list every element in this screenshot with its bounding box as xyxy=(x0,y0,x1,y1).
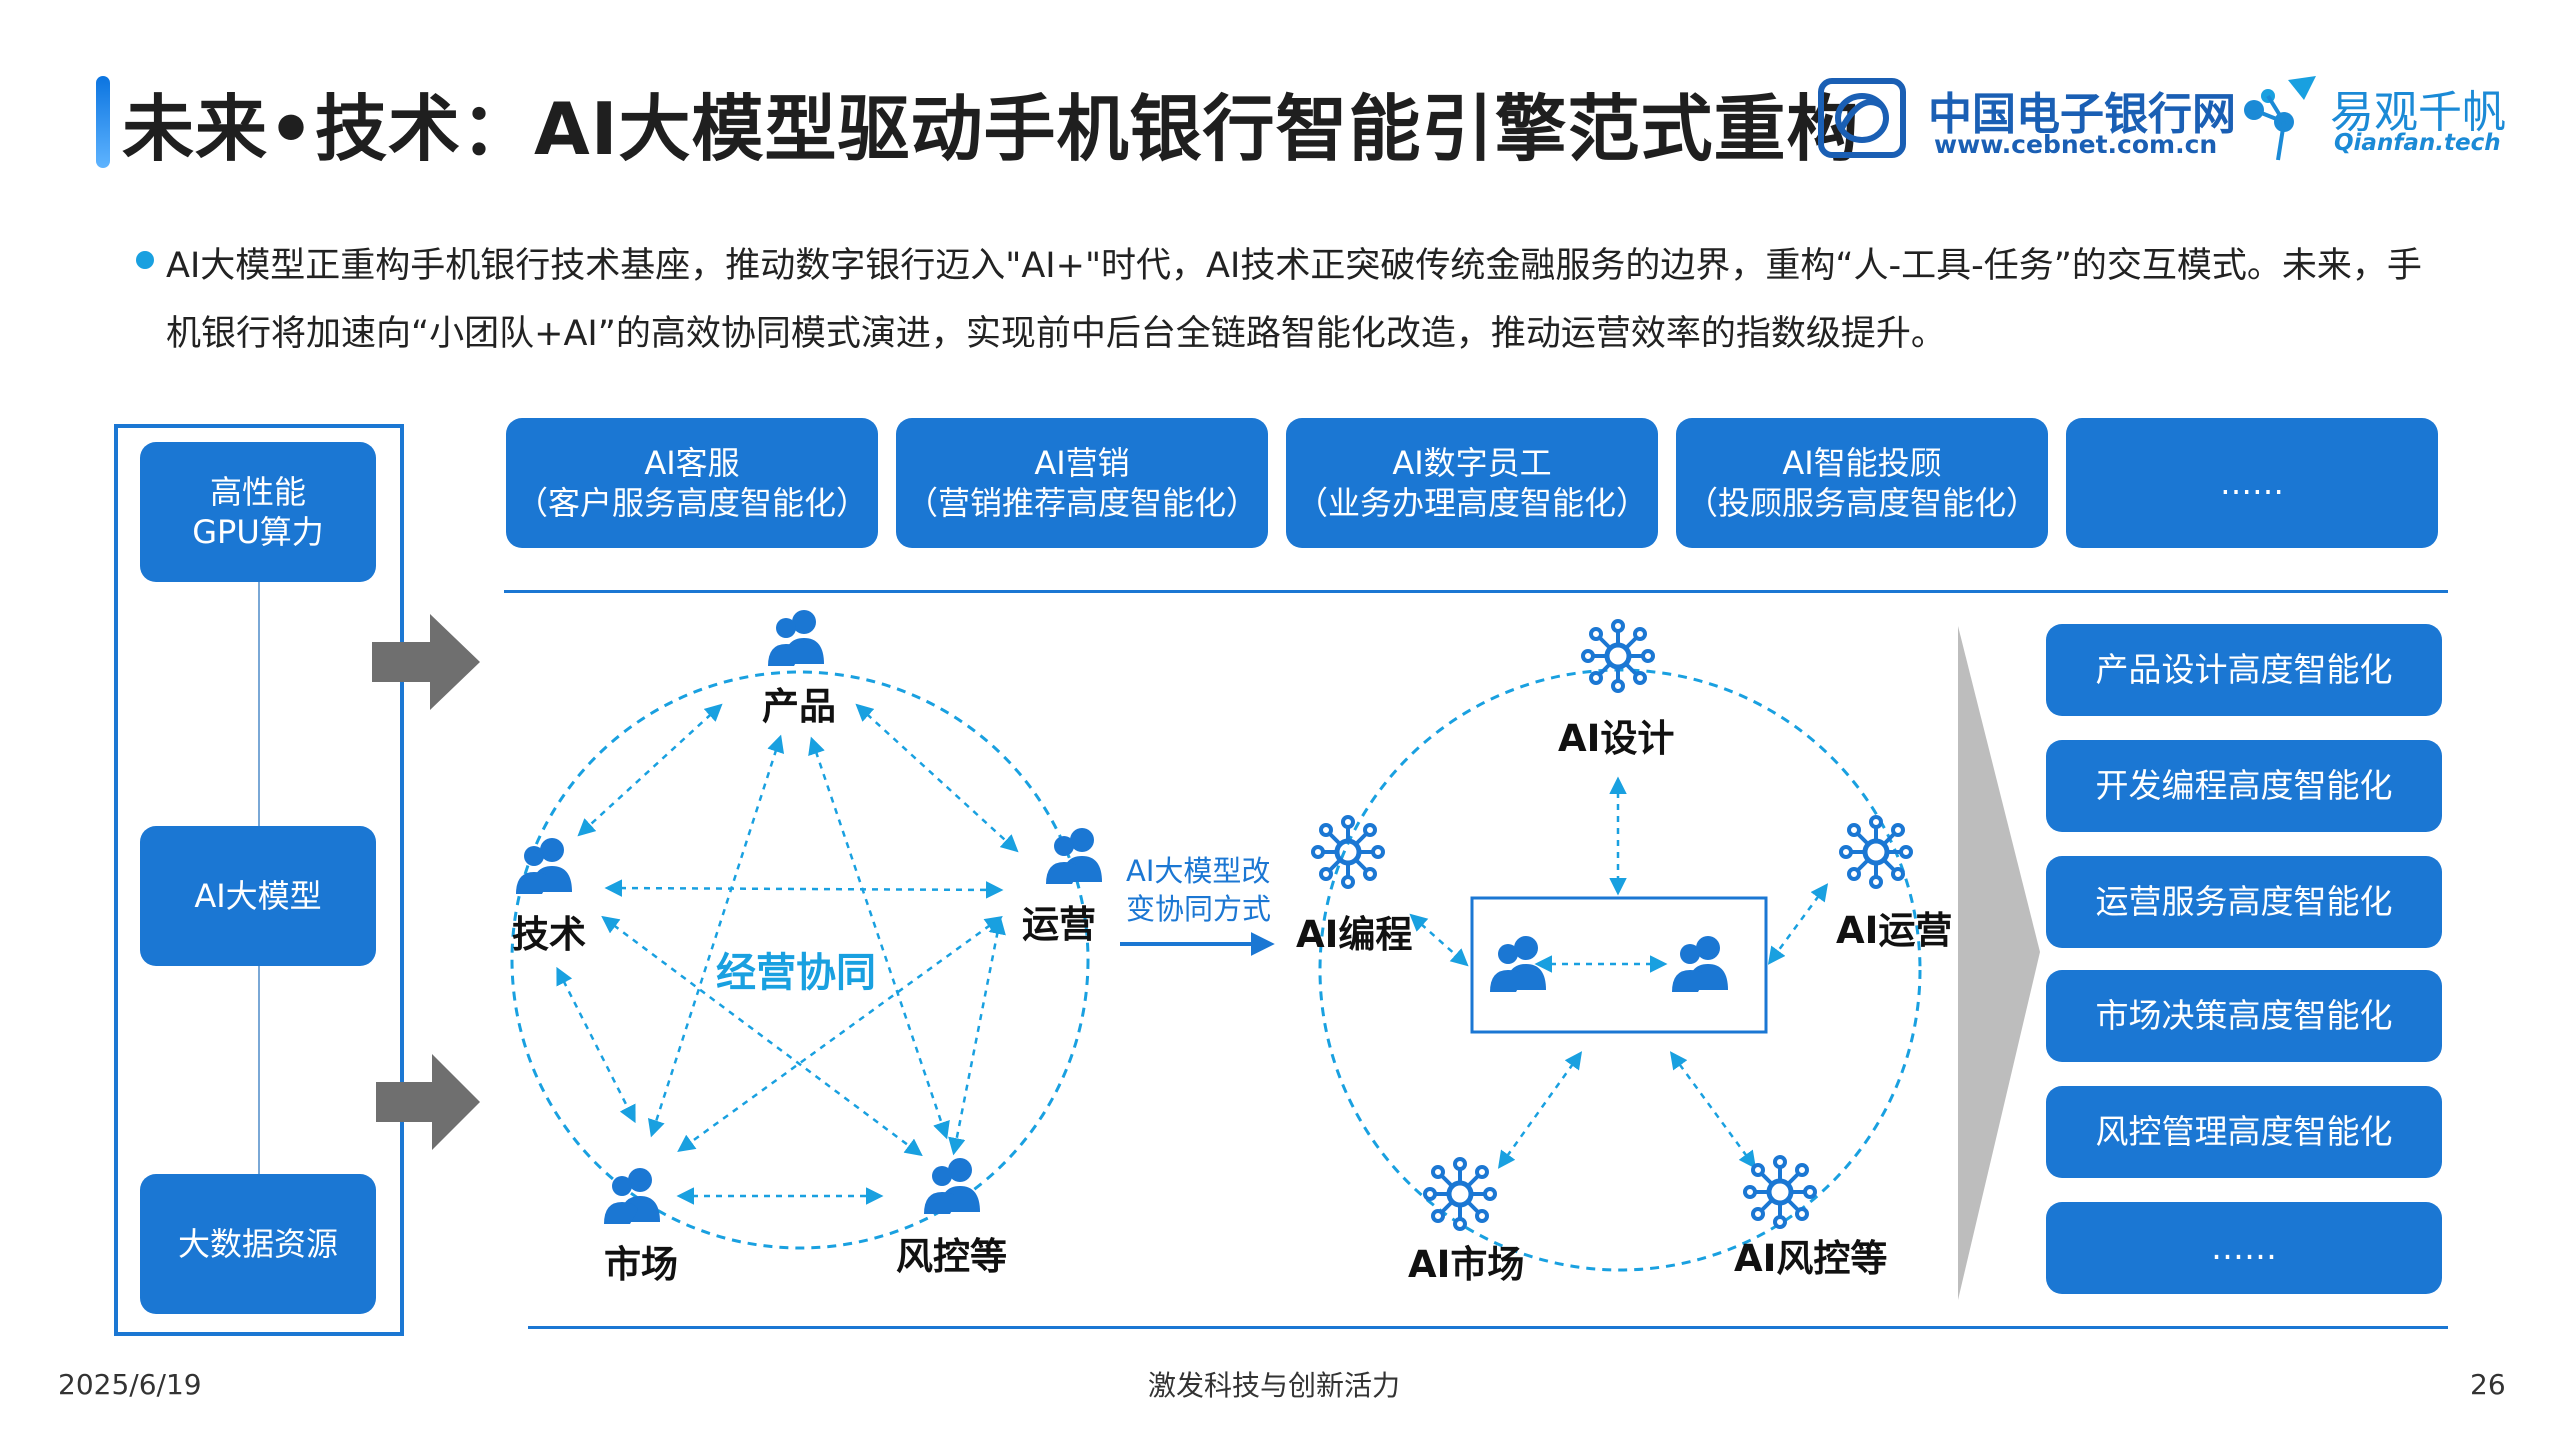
left-cycle-center: 经营协同 xyxy=(716,950,876,996)
foundation-llm: AI大模型 xyxy=(140,826,376,966)
operation-people-icon xyxy=(1046,828,1102,884)
summary-text: AI大模型正重构手机银行技术基座，推动数字银行迈入"AI+"时代，AI技术正突破… xyxy=(166,246,2422,354)
flow-arrow-upper-icon xyxy=(372,614,480,710)
node-product: 产品 xyxy=(762,685,836,728)
qianfan-logo-icon xyxy=(2244,76,2316,161)
divider-bottom xyxy=(528,1326,2448,1329)
footer-slogan: 激发科技与创新活力 xyxy=(1148,1369,1401,1402)
app-more: …… xyxy=(2066,418,2438,548)
footer-page-number: 26 xyxy=(2470,1368,2506,1401)
outcome-more: …… xyxy=(2046,1202,2442,1294)
left-cycle-ring xyxy=(510,670,1090,1250)
ai-market-hub-icon xyxy=(1425,1159,1495,1229)
node-operation: 运营 xyxy=(1022,903,1096,946)
qianfan-logo-name: 易观千帆 xyxy=(2330,87,2506,138)
app-ai-digital-staff: AI数字员工 （业务办理高度智能化） xyxy=(1286,418,1658,548)
node-ai-market: AI市场 xyxy=(1408,1243,1525,1286)
product-people-icon xyxy=(768,610,824,666)
foundation-frame xyxy=(114,424,404,1336)
outcome-dev-coding: 开发编程高度智能化 xyxy=(2046,740,2442,832)
bullet-dot-icon xyxy=(136,251,154,269)
node-ai-design: AI设计 xyxy=(1558,717,1675,760)
divider-top xyxy=(504,590,2448,593)
foundation-gpu: 高性能 GPU算力 xyxy=(140,442,376,582)
ai-coding-hub-icon xyxy=(1313,817,1383,887)
cebnet-logo-url: www.cebnet.com.cn xyxy=(1934,130,2218,159)
tech-people-icon xyxy=(516,838,572,894)
outcome-market-decision: 市场决策高度智能化 xyxy=(2046,970,2442,1062)
transition-label: AI大模型改 变协同方式 xyxy=(1126,854,1272,926)
outcome-ops-service: 运营服务高度智能化 xyxy=(2046,856,2442,948)
cebnet-logo-name: 中国电子银行网 xyxy=(1928,89,2236,140)
node-tech: 技术 xyxy=(512,913,586,956)
risk-people-icon xyxy=(924,1158,980,1214)
cebnet-logo-icon xyxy=(1818,78,1906,158)
app-ai-service: AI客服 （客户服务高度智能化） xyxy=(506,418,878,548)
flow-arrow-lower-icon xyxy=(376,1054,480,1150)
outcome-risk-mgmt: 风控管理高度智能化 xyxy=(2046,1086,2442,1178)
app-ai-advisor: AI智能投顾 （投顾服务高度智能化） xyxy=(1676,418,2048,548)
human-ai-box xyxy=(1470,896,1768,1034)
node-ai-operation: AI运营 xyxy=(1836,909,1953,952)
node-risk: 风控等 xyxy=(896,1235,1007,1278)
qianfan-logo-url: Qianfan.tech xyxy=(2334,130,2501,156)
ai-risk-hub-icon xyxy=(1745,1157,1815,1227)
ai-design-hub-icon xyxy=(1583,621,1653,691)
title-accent-bar xyxy=(96,76,110,168)
page-title: 未来•技术：AI大模型驱动手机银行智能引擎范式重构 xyxy=(122,87,1860,171)
node-ai-risk: AI风控等 xyxy=(1734,1237,1888,1280)
outcome-product-design: 产品设计高度智能化 xyxy=(2046,624,2442,716)
foundation-bigdata: 大数据资源 xyxy=(140,1174,376,1314)
footer-date: 2025/6/19 xyxy=(58,1368,202,1401)
output-chevron-icon xyxy=(1958,626,2040,1300)
market-people-icon xyxy=(604,1168,660,1224)
ai-operation-hub-icon xyxy=(1841,817,1911,887)
app-ai-marketing: AI营销 （营销推荐高度智能化） xyxy=(896,418,1268,548)
node-ai-coding: AI编程 xyxy=(1296,913,1413,956)
node-market: 市场 xyxy=(604,1243,678,1286)
